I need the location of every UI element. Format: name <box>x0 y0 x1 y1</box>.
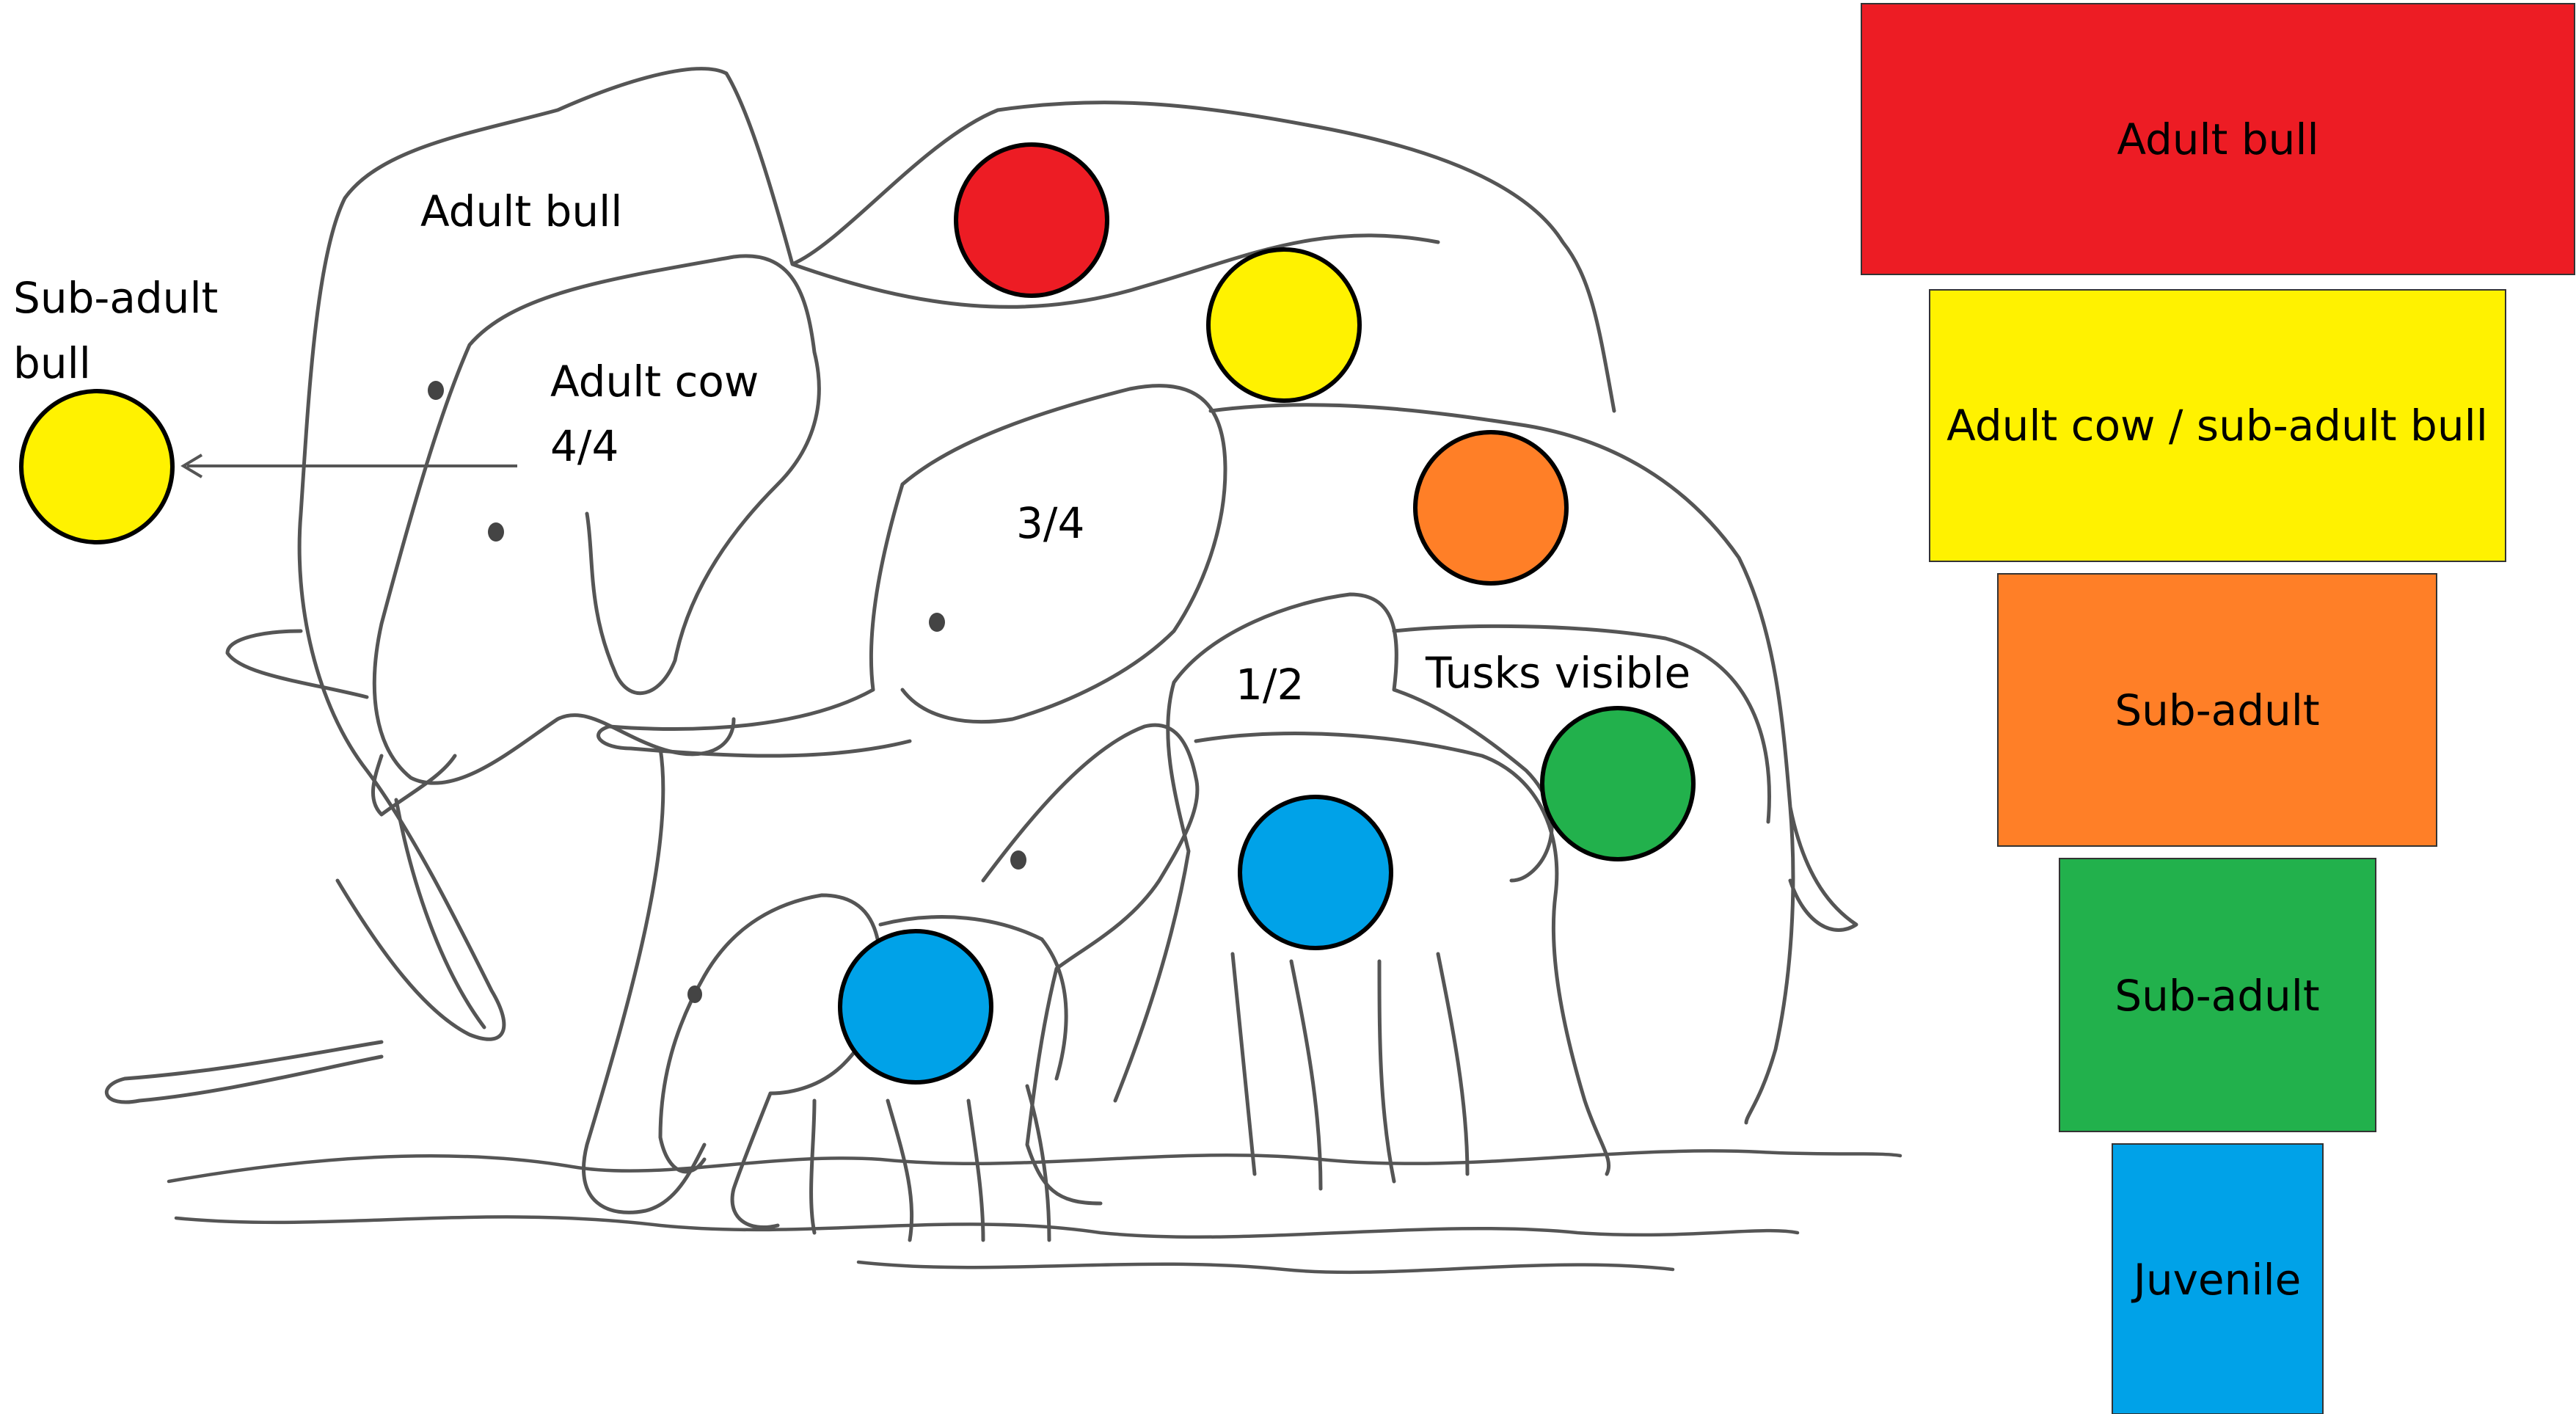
svg-text:Adult bull: Adult bull <box>2117 114 2318 164</box>
tusks-visible-marker <box>1540 706 1696 861</box>
svg-text:Adult cow / sub-adult bull: Adult cow / sub-adult bull <box>1946 401 2488 451</box>
calf-eye <box>687 985 702 1003</box>
calf-outline <box>658 893 1068 1242</box>
three-quarter-outline <box>596 384 1858 1125</box>
legend-item-adult-cow-sub-adult-bull: Adult cow / sub-adult bull <box>1929 289 2506 562</box>
tusks-visible-label: Tusks visible <box>1425 648 1690 698</box>
ground-line-1 <box>167 1149 1902 1184</box>
legend-item-sub-adult-orange: Sub-adult <box>1997 573 2437 847</box>
three-quarter-marker <box>1413 430 1569 586</box>
elephant-drawing <box>104 67 1902 1275</box>
sub-adult-bull-marker <box>19 389 175 544</box>
adult-cow-marker <box>1206 247 1362 403</box>
legend-item-sub-adult-green: Sub-adult <box>2059 858 2376 1132</box>
one-half-label: 1/2 <box>1236 660 1304 710</box>
lower-elephant-outline <box>981 723 1611 1206</box>
calf-marker <box>838 929 993 1085</box>
one-half-outline <box>1113 592 1771 1103</box>
sub-adult-bull-label-line1: Sub-adult <box>13 273 218 323</box>
ground-line-3 <box>856 1260 1675 1275</box>
age-markers <box>19 142 1696 1085</box>
adult-cow-outline <box>371 254 821 1214</box>
svg-text:Sub-adult: Sub-adult <box>2115 971 2319 1021</box>
adult-bull-outline <box>104 67 1616 1104</box>
three-quarter-label: 3/4 <box>1016 498 1084 548</box>
sub-adult-bull-label-line2: bull <box>13 338 91 388</box>
diagram-labels: Adult bull Sub-adult bull Adult cow 4/4 … <box>13 186 1690 710</box>
adult-cow-label-line1: Adult cow <box>550 357 759 407</box>
svg-text:Juvenile: Juvenile <box>2131 1255 2302 1305</box>
ground-line-2 <box>174 1215 1800 1239</box>
legend-item-juvenile: Juvenile <box>2112 1143 2324 1414</box>
adult-bull-label: Adult bull <box>420 186 622 236</box>
lower-elephant-eye <box>1010 850 1026 870</box>
adult-bull-marker <box>954 142 1109 298</box>
one-half-marker <box>1238 795 1393 950</box>
adult-cow-label-line2: 4/4 <box>550 421 619 471</box>
three-quarter-eye <box>929 613 945 632</box>
age-class-legend: Adult bull Adult cow / sub-adult bull Su… <box>1861 3 2575 1414</box>
svg-text:Sub-adult: Sub-adult <box>2115 685 2319 735</box>
arrow-head <box>180 453 203 478</box>
legend-item-adult-bull: Adult bull <box>1861 3 2575 275</box>
adult-cow-eye <box>488 522 504 542</box>
adult-bull-eye <box>428 381 444 400</box>
